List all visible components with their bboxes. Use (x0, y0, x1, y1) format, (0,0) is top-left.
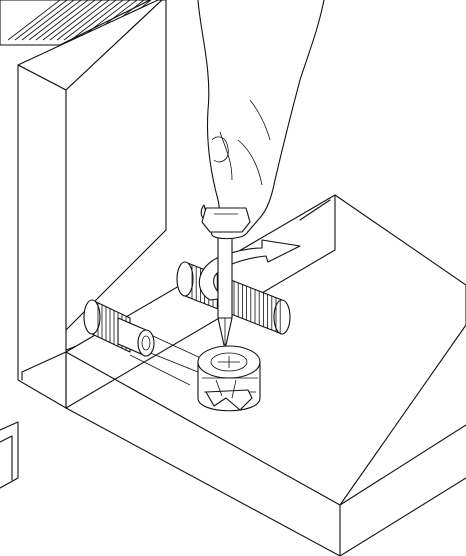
hand (197, 0, 325, 240)
threaded-dowel (83, 299, 155, 357)
base-panel (21, 194, 466, 556)
hatch-line (42, 0, 96, 41)
hatch-line (63, 0, 117, 41)
hatch-line (14, 0, 68, 41)
bottom-left-panel-fragment (0, 421, 19, 489)
hatch-line (21, 0, 75, 41)
side-panel (17, 0, 167, 409)
hatch-line (49, 0, 103, 41)
cam-lock-housing (197, 345, 261, 412)
screwdriver-shaft (217, 235, 233, 346)
hatch-line (70, 0, 124, 41)
hatch-line (7, 0, 61, 41)
hatch-line (56, 0, 110, 41)
hatch-line (28, 0, 82, 41)
hatch-line (35, 0, 89, 41)
